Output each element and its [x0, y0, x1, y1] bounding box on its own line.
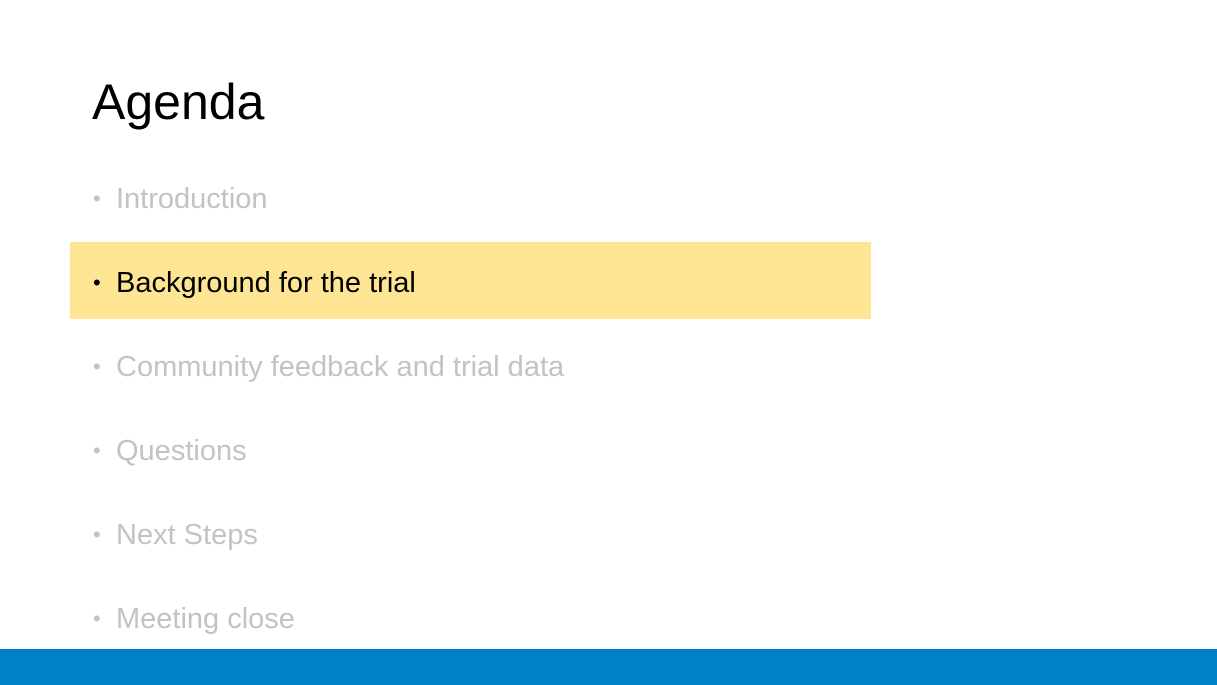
bullet-icon: •: [93, 270, 101, 295]
slide-title: Agenda: [92, 74, 265, 130]
bullet-icon: •: [93, 438, 101, 463]
bullet-icon: •: [93, 522, 101, 547]
agenda-item-label: Next Steps: [116, 518, 258, 551]
footer-bar: [0, 649, 1217, 685]
agenda-item-next-steps: • Next Steps: [0, 493, 800, 577]
agenda-item-meeting-close: • Meeting close: [0, 577, 800, 661]
agenda-item-label: Community feedback and trial data: [116, 350, 565, 383]
agenda-item-questions: • Questions: [0, 409, 800, 493]
agenda-list: • Introduction • Background for the tria…: [0, 157, 800, 661]
agenda-item-background: • Background for the trial: [0, 241, 800, 325]
bullet-icon: •: [93, 186, 101, 211]
agenda-item-community-feedback: • Community feedback and trial data: [0, 325, 800, 409]
bullet-icon: •: [93, 354, 101, 379]
agenda-item-label: Introduction: [116, 182, 268, 215]
agenda-item-label: Questions: [116, 434, 247, 467]
agenda-item-label: Meeting close: [116, 602, 295, 635]
active-item-highlight: [70, 242, 871, 319]
bullet-icon: •: [93, 606, 101, 631]
agenda-item-introduction: • Introduction: [0, 157, 800, 241]
agenda-item-label: Background for the trial: [116, 266, 416, 299]
